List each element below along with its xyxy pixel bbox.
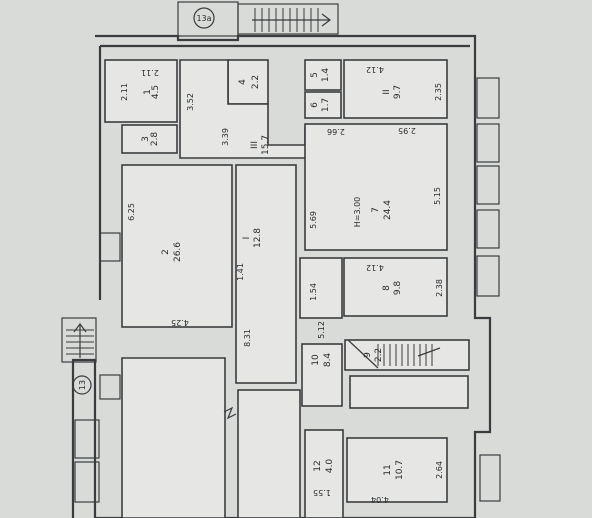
- room-7: [304, 123, 448, 251]
- room-I-number: I: [242, 237, 252, 240]
- room-I-area: 12.8: [253, 228, 263, 248]
- entrance-13-marker: [72, 375, 92, 395]
- dim-141: 1.41: [236, 263, 245, 281]
- room-11-area: 10.7: [395, 460, 405, 480]
- room-12-area: 4.0: [325, 459, 335, 474]
- dim-515: 5.15: [433, 187, 442, 205]
- dim-569: 5.69: [309, 211, 318, 229]
- room-8: [343, 257, 448, 317]
- entrance-13a-marker: [193, 7, 215, 29]
- top-stair-arrow: [252, 13, 331, 27]
- dim-211-vertical: 2.11: [120, 83, 129, 101]
- top-porch: [177, 1, 239, 37]
- lower-left-room: [121, 357, 226, 518]
- entrance-13a-label: 13a: [196, 14, 211, 23]
- building-outline: [71, 34, 492, 518]
- room-2-number: 2: [161, 249, 171, 255]
- room-1: [104, 59, 178, 123]
- room-12-number: 12: [313, 460, 323, 471]
- dim-412-top: 4.12: [366, 65, 384, 74]
- dim-625: 6.25: [127, 203, 136, 221]
- dim-155: 1.55: [313, 488, 331, 497]
- break-line: [223, 406, 237, 420]
- room-9-lower: [349, 375, 469, 409]
- room-3-number: 3: [141, 136, 151, 142]
- dim-412-mid: 4.12: [366, 263, 384, 272]
- room-II: [343, 59, 448, 119]
- room-5-number: 5: [310, 72, 320, 78]
- room-III-number: III: [250, 141, 260, 149]
- entrance-13-label: 13: [78, 380, 87, 390]
- room-8-area: 9.8: [393, 281, 403, 296]
- dim-height: H=3.00: [353, 197, 362, 228]
- room-9: [344, 339, 470, 371]
- dim-211-horizontal: 2.11: [141, 68, 159, 77]
- top-stair: [237, 3, 339, 35]
- dim-264: 2.64: [435, 461, 444, 479]
- dim-512: 5.12: [317, 321, 326, 339]
- room-10: [301, 343, 343, 407]
- room-3-area: 2.8: [150, 132, 160, 147]
- dim-238: 2.38: [435, 279, 444, 297]
- room-labels: 1 4.5 3 2.8 4 2.2 III 15.7 5 1.4 6 1.7 I…: [141, 68, 405, 480]
- room-5-area: 1.4: [321, 68, 331, 83]
- dim-404: 4.04: [371, 495, 389, 504]
- room-II-number: II: [382, 89, 392, 94]
- room-6-area: 1.7: [321, 98, 331, 112]
- left-windows: [74, 232, 121, 503]
- dim-339: 3.39: [221, 128, 230, 146]
- room-I: [235, 164, 297, 384]
- room-4: [227, 59, 269, 105]
- room-4-number: 4: [238, 79, 248, 85]
- room-5: [304, 59, 342, 91]
- room-7-number: 7: [371, 207, 381, 213]
- room-9-diagonal: [347, 339, 441, 369]
- room-10-number: 10: [311, 354, 321, 366]
- lower-corridor: [237, 389, 301, 518]
- room-1-number: 1: [143, 89, 153, 95]
- dimension-labels: 2.11 2.11 3.52 3.39 2.66 4.12 2.35 2.95 …: [120, 65, 444, 504]
- dim-295: 2.95: [398, 126, 416, 135]
- room-9-area: 2.2: [374, 348, 384, 362]
- room-2-area: 26.6: [173, 242, 183, 262]
- room-12: [304, 429, 344, 518]
- dim-154: 1.54: [309, 283, 318, 301]
- left-stair: [61, 317, 97, 363]
- vestibule-154: [299, 257, 343, 319]
- room-4-area: 2.2: [251, 75, 261, 89]
- room-11-number: 11: [383, 464, 393, 475]
- left-stair-arrow: [73, 323, 87, 358]
- room-8-number: 8: [382, 285, 392, 291]
- dim-352: 3.52: [186, 93, 195, 111]
- room-2: [121, 164, 233, 328]
- dim-266: 2.66: [327, 127, 345, 136]
- room-6: [304, 91, 342, 119]
- dim-425: 4.25: [171, 318, 189, 327]
- room-6-number: 6: [310, 102, 320, 108]
- dim-235: 2.35: [434, 83, 443, 101]
- room-10-area: 8.4: [323, 353, 333, 368]
- right-windows: [476, 77, 501, 502]
- room-II-area: 9.7: [393, 85, 403, 99]
- room-7-area: 24.4: [383, 200, 393, 220]
- room-1-area: 4.5: [151, 85, 161, 99]
- room-III-area: 15.7: [261, 135, 271, 155]
- room-9-number: 9: [363, 352, 373, 358]
- room-3: [121, 124, 178, 154]
- dim-831: 8.31: [243, 329, 252, 347]
- room-9-treads: [377, 344, 433, 366]
- room-11: [346, 437, 448, 503]
